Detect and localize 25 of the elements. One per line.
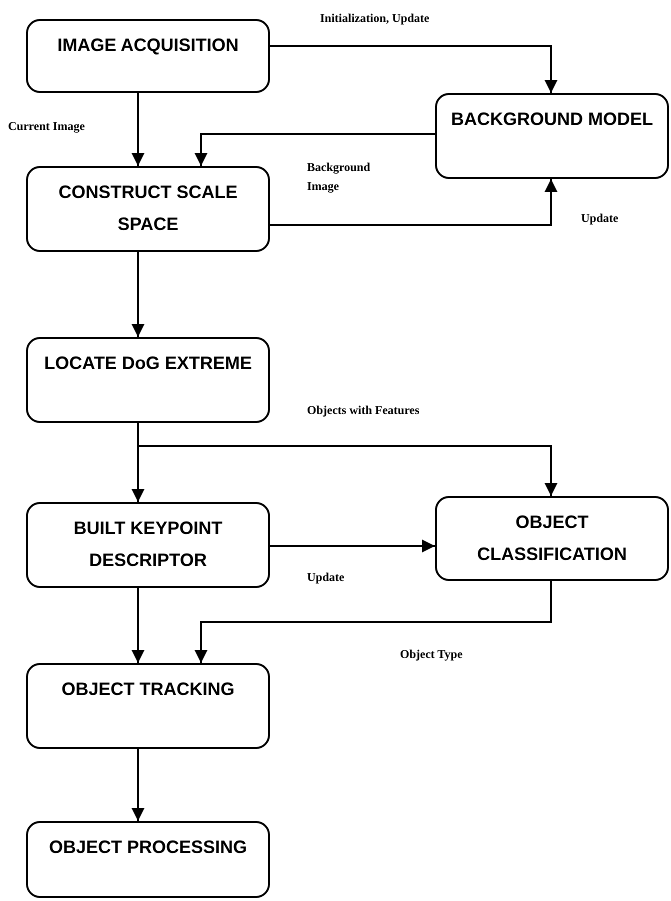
arrow	[132, 588, 144, 663]
process-box	[26, 166, 270, 252]
process-box	[26, 19, 270, 93]
arrow	[194, 581, 552, 663]
box-label: OBJECT PROCESSING	[48, 836, 248, 859]
box-label: BACKGROUND MODEL	[451, 108, 653, 131]
arrow	[270, 45, 558, 93]
arrow	[270, 540, 435, 552]
process-box	[26, 663, 270, 749]
arrow	[270, 179, 558, 226]
arrow	[132, 252, 144, 337]
process-box	[435, 496, 669, 581]
box-label: CONSTRUCT SCALE SPACE	[58, 181, 238, 236]
box-label: IMAGE ACQUISITION	[57, 34, 239, 57]
box-label: OBJECT CLASSIFICATION	[476, 511, 628, 566]
arrow	[194, 133, 435, 166]
arrow	[132, 93, 144, 166]
process-box	[435, 93, 669, 179]
process-box	[26, 821, 270, 898]
box-label: OBJECT TRACKING	[61, 678, 234, 701]
arrow	[132, 749, 144, 821]
box-label: BUILT KEYPOINT DESCRIPTOR	[72, 517, 224, 572]
process-box	[26, 337, 270, 423]
box-label: LOCATE DoG EXTREME	[44, 352, 252, 375]
process-box	[26, 502, 270, 588]
